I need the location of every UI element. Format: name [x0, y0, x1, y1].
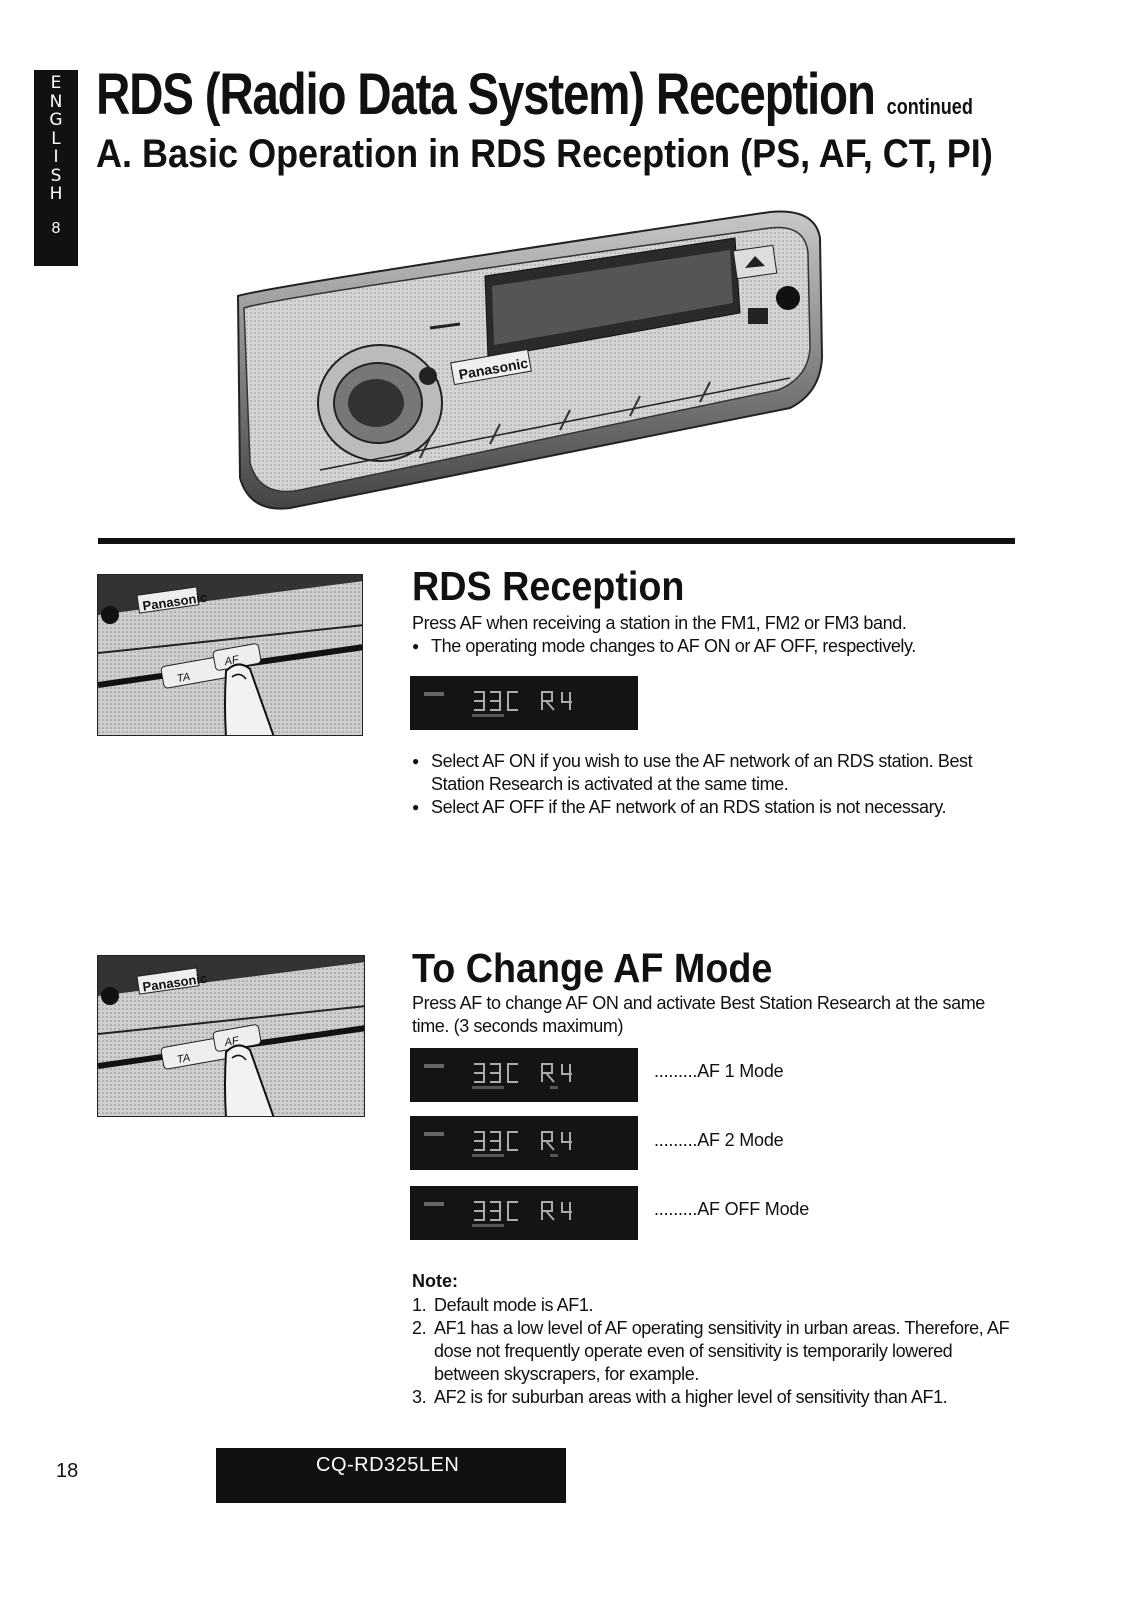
ta-button-label: TA [176, 671, 191, 685]
rds-reception-heading: RDS Reception [412, 563, 685, 609]
mode-label-af2: .........AF 2 Mode [654, 1130, 784, 1150]
note-text: AF2 is for suburban areas with a higher … [434, 1387, 948, 1407]
page-subtitle: A. Basic Operation in RDS Reception (PS,… [96, 132, 993, 176]
list-item: 3. AF2 is for suburban areas with a highe… [412, 1386, 1020, 1409]
lcd-display-af-off [410, 1186, 638, 1240]
note-number: 3. [412, 1387, 427, 1407]
list-item: Select AF ON if you wish to use the AF n… [412, 750, 1022, 796]
page-number: 18 [56, 1460, 79, 1482]
lang-letter: N [49, 91, 63, 112]
lcd-display-af2 [410, 1116, 638, 1170]
page-title: RDS (Radio Data System) Reception contin… [96, 60, 973, 142]
af-button-photo: Panasonic TA AF [97, 574, 363, 736]
rds-reception-intro: Press AF when receiving a station in the… [412, 612, 1022, 658]
lang-letter: E [50, 73, 62, 93]
model-number-bar: CQ-RD325LEN [216, 1448, 566, 1503]
note-text: Default mode is AF1. [434, 1295, 594, 1315]
lang-letter: I [53, 147, 59, 167]
note-list: 1. Default mode is AF1. 2. AF1 has a low l… [412, 1294, 1020, 1409]
lang-letter: L [51, 128, 61, 149]
change-af-mode-heading: To Change AF Mode [412, 945, 773, 991]
finger-icon [224, 663, 275, 735]
mode-label-af-off: .........AF OFF Mode [654, 1199, 810, 1219]
rds-reception-bullet-list: Select AF ON if you wish to use the AF n… [412, 750, 1022, 819]
lcd-display-af1 [410, 1048, 638, 1102]
note-number: 2. [412, 1318, 427, 1338]
list-item: 1. Default mode is AF1. [412, 1294, 1020, 1317]
rds-reception-bullets: Select AF ON if you wish to use the AF n… [412, 750, 1022, 819]
section-divider [98, 538, 1015, 544]
note-title: Note: [412, 1271, 458, 1291]
note-number: 1. [412, 1295, 427, 1315]
finger-icon [224, 1044, 275, 1116]
lang-letter: G [49, 110, 63, 130]
list-item: The operating mode changes to AF ON or A… [412, 635, 1022, 658]
lang-tab-page-index: 8 [51, 219, 61, 237]
lang-letter: S [50, 165, 62, 186]
note-text: AF1 has a low level of AF operating sens… [434, 1318, 1010, 1384]
lcd-display [410, 676, 638, 730]
af-button-photo: Panasonic TA AF [97, 955, 365, 1117]
page-title-text: RDS (Radio Data System) Reception [96, 62, 876, 127]
rds-reception-intro-text: Press AF when receiving a station in the… [412, 613, 907, 633]
ta-button-label: TA [176, 1052, 191, 1066]
rds-reception-intro-list: The operating mode changes to AF ON or A… [412, 635, 1022, 658]
language-tab: E N G L I S H 8 [34, 70, 78, 266]
lang-letter: H [49, 184, 63, 204]
change-af-mode-intro: Press AF to change AF ON and activate Be… [412, 993, 985, 1036]
mode-label-af1: .........AF 1 Mode [654, 1061, 784, 1081]
list-item: 2. AF1 has a low level of AF operating se… [412, 1317, 1020, 1386]
car-stereo-illustration: Panasonic [230, 208, 850, 528]
list-item: Select AF OFF if the AF network of an RD… [412, 796, 1022, 819]
title-continued: continued [886, 94, 973, 119]
